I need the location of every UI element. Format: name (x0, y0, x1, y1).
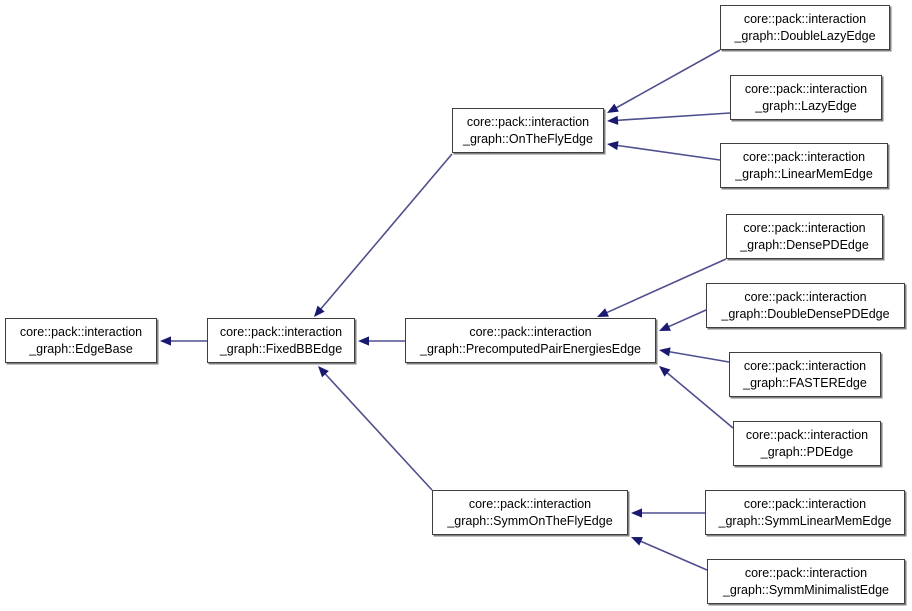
arrow-head-icon (607, 103, 619, 113)
node-edgebase[interactable]: core::pack::interaction_graph::EdgeBase (5, 318, 157, 363)
edge-pdedge-to-precomputed (659, 366, 734, 429)
arrow-head-icon (659, 322, 671, 331)
edge-line (319, 153, 453, 311)
node-label-line2: _graph::PDEdge (760, 444, 854, 459)
node-label-line1: core::pack::interaction (219, 324, 343, 339)
edge-line (323, 372, 433, 491)
edge-line (615, 144, 721, 161)
node-label-line1: core::pack::interaction (466, 114, 590, 129)
node-label-line1: core::pack::interaction (744, 565, 868, 580)
node-label-line2: _graph::EdgeBase (29, 341, 133, 356)
arrow-head-icon (597, 308, 609, 317)
arrow-head-icon (160, 336, 171, 346)
node-label-line2: _graph::LinearMemEdge (735, 166, 873, 181)
edge-linearmemedge-to-ontheflyedge (607, 140, 721, 161)
edge-densepdedge-to-precomputed (597, 258, 727, 317)
edge-line (614, 49, 721, 110)
arrow-head-icon (607, 115, 619, 125)
node-doublelazyedge[interactable]: core::pack::interaction_graph::DoubleLaz… (720, 5, 890, 50)
edge-line (604, 258, 727, 315)
node-label-line2: _graph::LazyEdge (755, 98, 857, 113)
node-label-line2: _graph::SymmMinimalistEdge (722, 582, 890, 597)
arrow-head-icon (318, 366, 329, 378)
node-label-line1: core::pack::interaction (469, 324, 592, 339)
edge-line (667, 350, 730, 363)
node-label-line2: _graph::SymmLinearMemEdge (718, 513, 892, 528)
arrow-head-icon (607, 140, 619, 151)
node-label-line2: _graph::FixedBBEdge (219, 341, 343, 356)
node-label-line1: core::pack::interaction (744, 81, 868, 96)
edge-line (638, 539, 708, 571)
edge-line (666, 309, 707, 329)
edge-line (615, 112, 731, 122)
node-label-line1: core::pack::interaction (745, 427, 869, 442)
node-label-line1: core::pack::interaction (468, 496, 592, 511)
arrow-head-icon (631, 508, 642, 518)
node-label-line1: core::pack::interaction (743, 11, 867, 26)
edge-fasteredge-to-precomputed (659, 347, 730, 363)
edge-fixedbbedge-to-edgebase (160, 336, 207, 346)
edge-symmminimalistedge-to-symmontheflyedge (631, 537, 708, 571)
node-label-line2: _graph::DoubleLazyEdge (734, 28, 876, 43)
node-label-line2: _graph::OnTheFlyEdge (463, 131, 593, 146)
node-fasteredge[interactable]: core::pack::interaction_graph::FASTEREdg… (729, 352, 881, 397)
edge-lazyedge-to-ontheflyedge (607, 112, 731, 125)
node-pdedge[interactable]: core::pack::interaction_graph::PDEdge (733, 421, 881, 466)
node-lazyedge[interactable]: core::pack::interaction_graph::LazyEdge (730, 75, 882, 120)
node-ontheflyedge[interactable]: core::pack::interaction_graph::OnTheFlyE… (452, 108, 604, 153)
node-label-line2: _graph::DoubleDensePDEdge (721, 306, 890, 321)
node-label-line2: _graph::DensePDEdge (740, 237, 869, 252)
node-linearmemedge[interactable]: core::pack::interaction_graph::LinearMem… (720, 143, 888, 188)
node-label-line1: core::pack::interaction (742, 149, 866, 164)
arrow-head-icon (659, 347, 671, 357)
arrow-head-icon (659, 366, 671, 377)
edge-symmlinearmemedge-to-symmontheflyedge (631, 508, 705, 518)
node-label-line2: _graph::PrecomputedPairEnergiesEdge (420, 341, 641, 356)
edge-ontheflyedge-to-fixedbbedge (314, 153, 453, 317)
node-fixedbbedge[interactable]: core::pack::interaction_graph::FixedBBEd… (207, 318, 355, 363)
edge-symmontheflyedge-to-fixedbbedge (318, 366, 433, 491)
arrow-head-icon (631, 537, 643, 546)
edge-doubledensepdedge-to-precomputed (659, 309, 707, 331)
node-label-line1: core::pack::interaction (743, 220, 866, 235)
node-densepdedge[interactable]: core::pack::interaction_graph::DensePDEd… (726, 214, 883, 259)
node-symmlinearmemedge[interactable]: core::pack::interaction_graph::SymmLinea… (705, 490, 905, 535)
edge-doublelazyedge-to-ontheflyedge (607, 49, 721, 113)
node-label-line2: _graph::SymmOnTheFlyEdge (447, 513, 613, 528)
node-doubledensepdedge[interactable]: core::pack::interaction_graph::DoubleDen… (706, 283, 905, 328)
node-label-line1: core::pack::interaction (744, 289, 867, 304)
arrow-head-icon (358, 336, 369, 346)
node-label-line2: _graph::FASTEREdge (743, 375, 867, 390)
node-label-line1: core::pack::interaction (743, 358, 867, 373)
node-symmminimalistedge[interactable]: core::pack::interaction_graph::SymmMinim… (707, 559, 905, 604)
edge-precomputed-to-fixedbbedge (358, 336, 405, 346)
edge-line (665, 371, 734, 429)
node-symmontheflyedge[interactable]: core::pack::interaction_graph::SymmOnThe… (432, 490, 628, 535)
node-label-line1: core::pack::interaction (19, 324, 143, 339)
node-label-line1: core::pack::interaction (743, 496, 867, 511)
node-precomputedpairenergiesedge[interactable]: core::pack::interaction_graph::Precomput… (405, 318, 656, 363)
arrow-head-icon (314, 305, 325, 317)
